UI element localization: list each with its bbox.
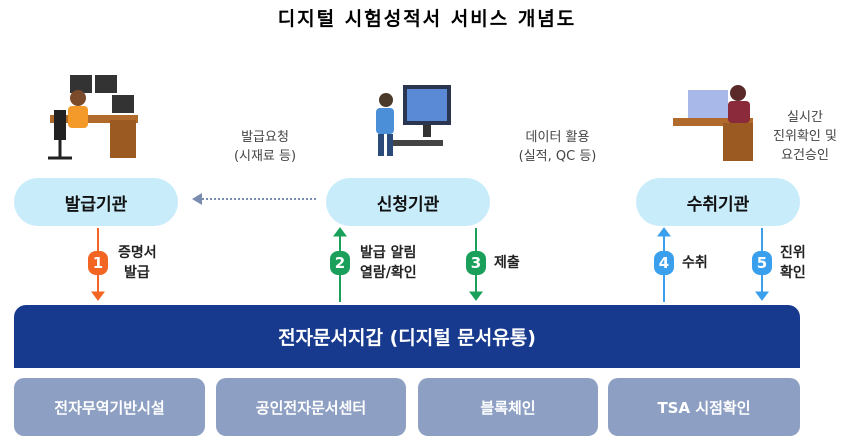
note-line: (실적, QC 등): [518, 149, 597, 164]
issuer-worker-illustration: [48, 75, 138, 160]
receiver-node: 수취기관: [636, 178, 800, 226]
label-line: 진위: [780, 245, 806, 261]
note-line: 발급요청: [241, 130, 289, 145]
step-label: 제출: [494, 255, 520, 271]
receiver-worker-illustration: [673, 85, 753, 161]
label-line: 발급: [124, 265, 150, 281]
request-dotted-arrow: [192, 193, 318, 205]
diagram-title: 디지털 시험성적서 서비스 개념도: [277, 8, 577, 30]
infra-box: 전자무역기반시설: [14, 378, 205, 436]
note-line: 요건승인: [781, 148, 829, 163]
step-badge: 1: [88, 251, 108, 275]
digital-wallet-bar: 전자문서지갑 (디지털 문서유통): [14, 305, 800, 368]
infra-box: 블록체인: [418, 378, 598, 436]
infra-box: TSA 시점확인: [608, 378, 800, 436]
infra-box: 공인전자문서센터: [216, 378, 406, 436]
label-line: 확인: [780, 265, 806, 281]
note-line: 실시간: [787, 110, 823, 125]
applicant-worker-illustration: [376, 85, 451, 156]
step-badge: 2: [330, 251, 350, 275]
issuer-node: 발급기관: [14, 178, 178, 226]
note-line: 데이터 활용: [525, 130, 590, 145]
label-line: 증명서: [118, 245, 157, 261]
note-line: 진위확인 및: [773, 129, 837, 144]
step-badge: 3: [466, 251, 486, 275]
label-line: 열람/확인: [360, 265, 417, 281]
step-badge: 5: [752, 251, 772, 275]
data-usage-note: 데이터 활용 (실적, QC 등): [505, 128, 610, 166]
note-line: (시재료 등): [233, 149, 297, 164]
applicant-node: 신청기관: [326, 178, 490, 226]
request-note: 발급요청 (시재료 등): [215, 128, 315, 166]
step-label: 수취: [682, 255, 708, 271]
step-badge: 4: [654, 251, 674, 275]
label-line: 발급 알림: [360, 245, 417, 261]
